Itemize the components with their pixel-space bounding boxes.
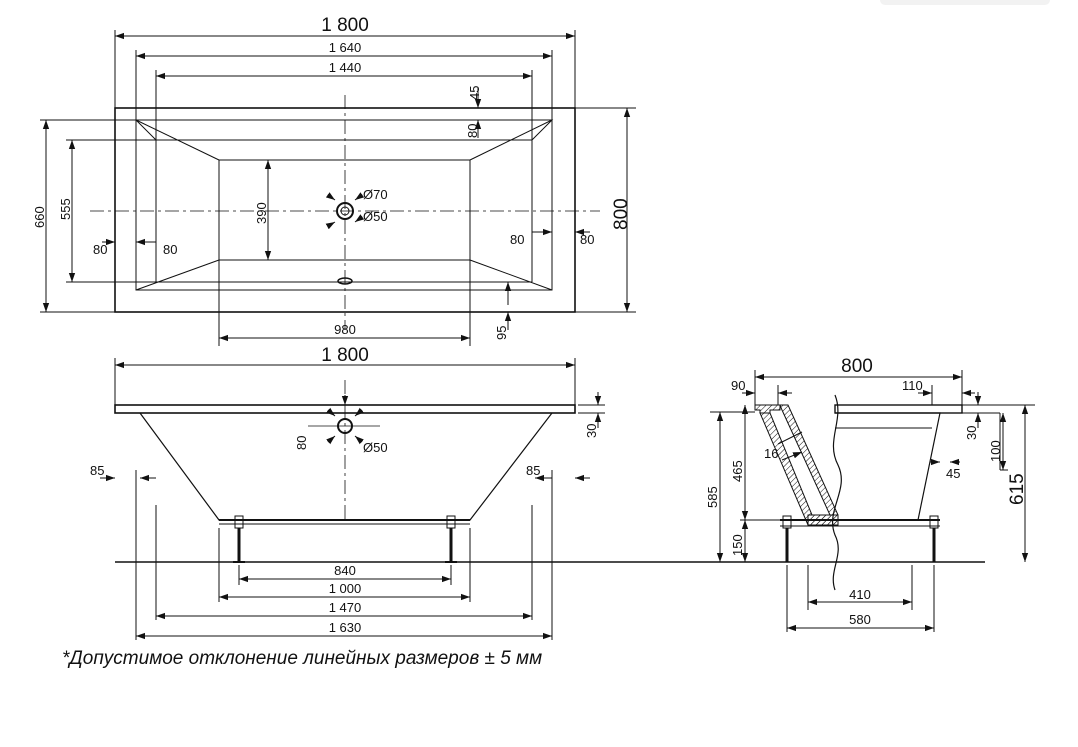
side-right-rim: 110 <box>902 378 923 393</box>
plan-inner-outline <box>135 119 553 291</box>
side-base-width: 580 <box>849 612 871 627</box>
plan-left-rim-outer: 80 <box>93 242 107 257</box>
front-drain-diameter: Ø50 <box>363 440 388 455</box>
front-bottom-length: 1 630 <box>329 620 362 635</box>
plan-right-rim-inner: 80 <box>510 232 524 247</box>
side-rim-step: 100 <box>988 440 1003 462</box>
side-wall-thickness: 16 <box>764 446 778 461</box>
plan-drain-outer: Ø70 <box>363 187 388 202</box>
corner-overlay <box>880 0 1050 5</box>
side-total-depth: 585 <box>705 486 720 508</box>
front-right-offset: 85 <box>526 463 540 478</box>
front-left-offset: 85 <box>90 463 104 478</box>
plan-right-rim-outer: 80 <box>580 232 594 247</box>
front-base-length: 1 470 <box>329 600 362 615</box>
drain-icon <box>336 202 354 220</box>
plan-rim-side-top: 80 <box>465 124 480 138</box>
plan-left-rim-inner: 80 <box>163 242 177 257</box>
front-body <box>139 412 553 521</box>
front-frame-length: 1 000 <box>329 581 362 596</box>
plan-bottom-flat <box>218 159 471 261</box>
plan-bottom-width: 390 <box>254 202 269 224</box>
front-view <box>100 358 985 640</box>
plan-inner-length: 1 640 <box>329 40 362 55</box>
plan-bottom-length: 1 440 <box>329 60 362 75</box>
front-legs-spacing: 840 <box>334 563 356 578</box>
plan-rim-top <box>134 119 554 141</box>
plan-overflow-offset: 95 <box>494 326 509 340</box>
plan-rim-top: 45 <box>467 86 482 100</box>
side-overall-height: 615 <box>1007 473 1028 505</box>
side-overall-width: 800 <box>841 356 873 377</box>
side-left-rim: 90 <box>731 378 745 393</box>
tolerance-note: *Допустимое отклонение линейных размеров… <box>62 648 543 669</box>
front-rim-height: 30 <box>584 424 599 438</box>
plan-overall-length: 1 800 <box>321 15 369 36</box>
side-rim-height: 30 <box>964 426 979 440</box>
side-leg-height: 150 <box>730 534 745 556</box>
front-overall-length: 1 800 <box>321 345 369 366</box>
front-leg-right <box>445 515 457 563</box>
plan-drain-inner: Ø50 <box>363 209 388 224</box>
plan-view <box>40 30 636 346</box>
front-drain-depth: 80 <box>294 436 309 450</box>
side-leg-right <box>929 515 939 562</box>
side-frame-width: 410 <box>849 587 871 602</box>
overflow-icon <box>337 277 353 285</box>
plan-height-outer: 660 <box>32 206 47 228</box>
side-section-view <box>710 370 1035 632</box>
plan-height-inner: 555 <box>58 198 73 220</box>
side-offset: 45 <box>946 466 960 481</box>
front-leg-left <box>233 515 245 563</box>
side-leg-left <box>782 515 792 562</box>
plan-overall-width: 800 <box>611 198 632 230</box>
plan-bottom-flat-length: 980 <box>334 322 356 337</box>
side-inner-depth: 465 <box>730 460 745 482</box>
